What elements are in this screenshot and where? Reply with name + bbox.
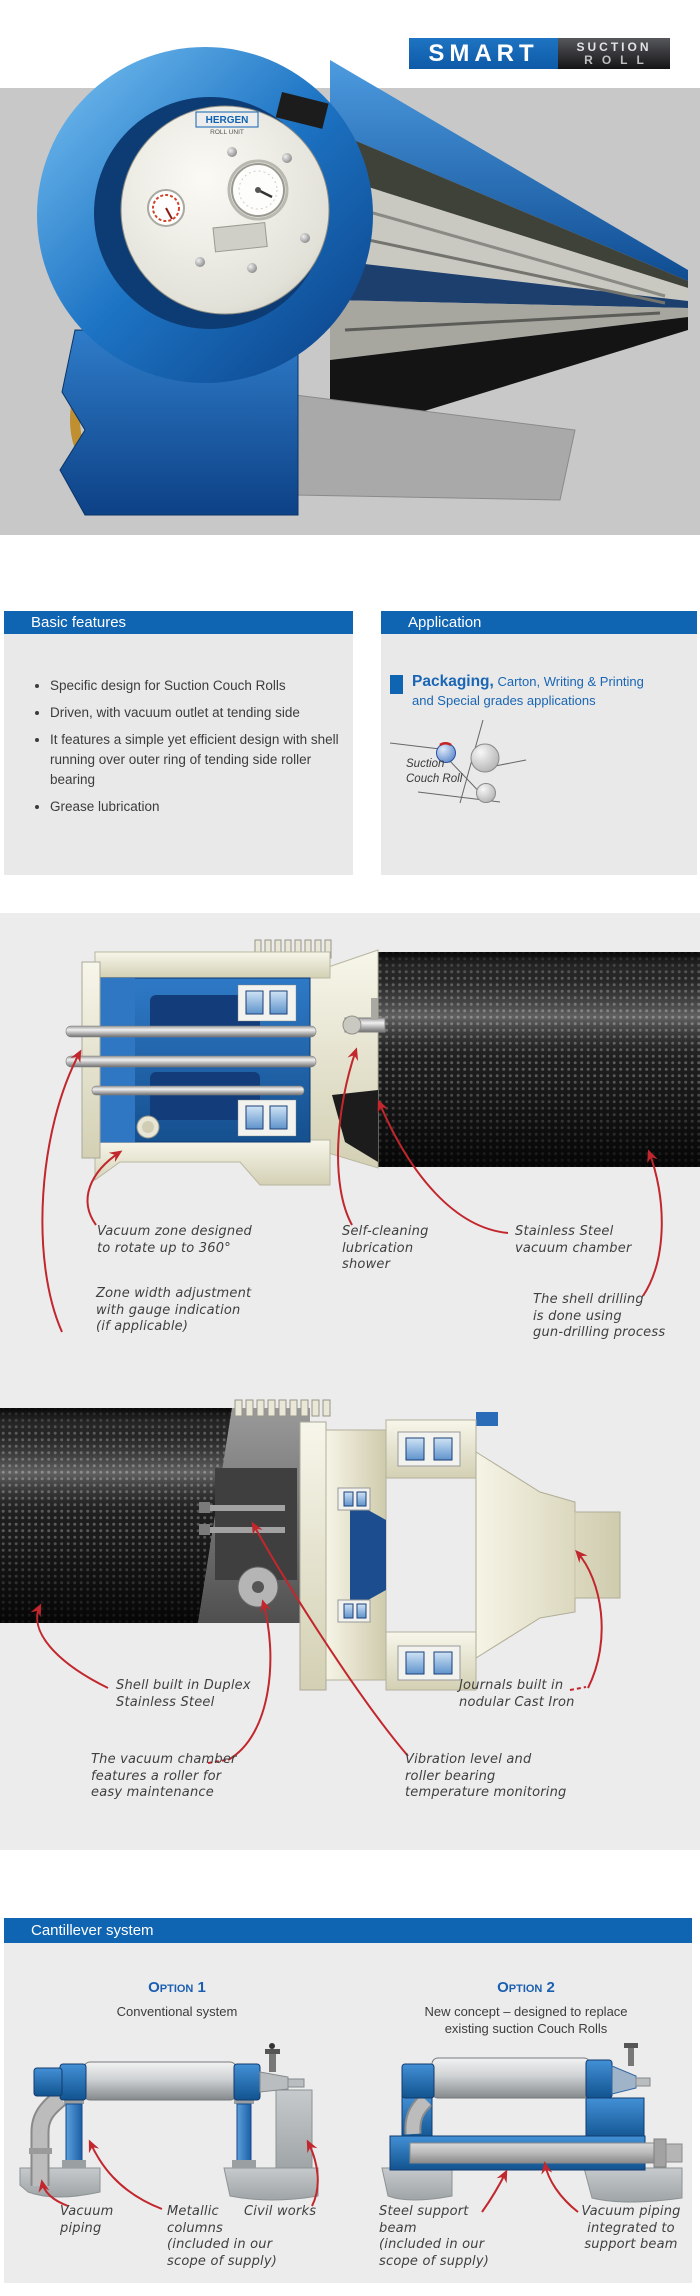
basic-features-title: Basic features bbox=[31, 614, 127, 631]
drive-head bbox=[401, 2063, 435, 2099]
integrated-vacuum-pipe bbox=[409, 2142, 657, 2164]
zone-adjustment-rod bbox=[65, 1025, 317, 1038]
logo-suction-text: SUCTION bbox=[576, 39, 652, 54]
annotation-arrows-cantilever bbox=[38, 2139, 579, 2213]
inner-support bbox=[350, 1500, 386, 1610]
perforated-shell bbox=[371, 952, 700, 1167]
option1-diagram bbox=[19, 2043, 319, 2201]
drive-side-cutaway bbox=[0, 1399, 621, 1691]
cantilever-panel bbox=[4, 1943, 692, 2283]
sensor-rod bbox=[205, 1527, 285, 1533]
annotation-lubrication-shower: Self-cleaning lubrication shower bbox=[342, 1224, 429, 1272]
label-steel-support-beam: Steel support beam (included in our scop… bbox=[379, 2204, 490, 2269]
couch-roll-position-diagram bbox=[390, 719, 527, 804]
annotation-arrows-tending bbox=[41, 1047, 663, 1333]
application-panel bbox=[381, 634, 697, 875]
lower-roll-ball bbox=[476, 783, 496, 803]
logo-smart-text: SMART bbox=[428, 39, 539, 67]
logo-suction-roll: SUCTION ROLL bbox=[558, 38, 670, 69]
cantilever-title: Cantillever system bbox=[31, 1922, 154, 1939]
application-title: Application bbox=[408, 614, 482, 631]
label-civil-works: Civil works bbox=[244, 2204, 317, 2219]
application-header: Application bbox=[381, 611, 697, 634]
pressure-gauge-icon bbox=[227, 159, 289, 221]
brand-sub-text: ROLL UNIT bbox=[210, 129, 244, 136]
annotation-shell-duplex: Shell built in Duplex Stainless Steel bbox=[116, 1678, 251, 1710]
roller-bearing-icon bbox=[237, 984, 297, 1022]
label-metallic-columns: Metallic columns (included in our scope … bbox=[167, 2204, 278, 2269]
couch-roll-diagram-label: Suction Couch Roll bbox=[406, 758, 463, 785]
annotation-vibration: Vibration level and roller bearing tempe… bbox=[405, 1752, 567, 1800]
civil-works-pedestal bbox=[275, 2089, 313, 2171]
roller-bearing-icon bbox=[237, 1099, 297, 1137]
cantilever-diagrams bbox=[19, 2043, 683, 2213]
option1-subheading: Conventional system bbox=[116, 2004, 238, 2019]
option2-heading: Option 2 bbox=[497, 1979, 555, 1996]
zone-adjustment-rod bbox=[65, 1055, 317, 1068]
annotation-vacuum-chamber: Stainless Steel vacuum chamber bbox=[515, 1224, 632, 1256]
face-plate bbox=[120, 105, 330, 315]
basic-features-panel bbox=[4, 634, 353, 875]
feature-item: It features a simple yet efficient desig… bbox=[50, 730, 350, 790]
application-grade-rest: Carton, Writing & Printing and Special g… bbox=[412, 674, 644, 708]
vacuum-pipe bbox=[32, 2092, 65, 2186]
zone-adjustment-rod bbox=[91, 1085, 305, 1096]
annotation-journals: Journals built in nodular Cast Iron bbox=[459, 1678, 575, 1710]
logo-roll-text: ROLL bbox=[584, 52, 653, 67]
vacuum-gauge-icon bbox=[147, 189, 185, 227]
annotation-shell-drilling: The shell drilling is done using gun-dri… bbox=[533, 1292, 666, 1340]
logo-smart: SMART bbox=[409, 38, 558, 69]
cantilever-header: Cantillever system bbox=[4, 1918, 692, 1943]
seal-comb bbox=[234, 1399, 331, 1417]
perforated-shell bbox=[0, 1408, 232, 1623]
head-plate bbox=[299, 1421, 327, 1691]
option2-diagram bbox=[381, 2043, 683, 2203]
sensor-rod bbox=[205, 1505, 285, 1511]
top-flange bbox=[94, 951, 331, 979]
label-vacuum-integrated: Vacuum piping integrated to support beam bbox=[581, 2204, 681, 2252]
feature-item: Driven, with vacuum outlet at tending si… bbox=[50, 703, 350, 723]
basic-features-list: Specific design for Suction Couch Rolls … bbox=[36, 676, 350, 824]
option1-heading: Option 1 bbox=[148, 1979, 206, 1996]
cutaway-illustrations bbox=[0, 939, 700, 1764]
annotation-vacuum-zone: Vacuum zone designed to rotate up to 360… bbox=[97, 1224, 252, 1256]
roller-bearing-icon bbox=[385, 1631, 477, 1691]
label-vacuum-piping: Vacuum piping bbox=[60, 2204, 114, 2236]
roll-shell bbox=[431, 2057, 591, 2099]
press-roll-ball bbox=[470, 743, 500, 773]
annotation-arrows-drive bbox=[30, 1521, 603, 1764]
feature-item: Grease lubrication bbox=[50, 797, 350, 817]
option2-subheading: New concept – designed to replace existi… bbox=[424, 2004, 628, 2036]
feature-item: Specific design for Suction Couch Rolls bbox=[50, 676, 350, 696]
roller-bearing-icon bbox=[385, 1419, 477, 1479]
metallic-column bbox=[65, 2103, 83, 2163]
bottom-flange bbox=[94, 1139, 331, 1186]
brand-plate: HERGEN ROLL UNIT bbox=[195, 111, 259, 136]
brand-text: HERGEN bbox=[206, 115, 249, 126]
bearing-housing bbox=[585, 2059, 613, 2099]
application-grade-highlight: Packaging, bbox=[412, 673, 494, 690]
basic-features-header: Basic features bbox=[4, 611, 353, 634]
application-text: Packaging, Carton, Writing & Printing an… bbox=[412, 672, 688, 710]
annotation-chamber-roller: The vacuum chamber features a roller for… bbox=[91, 1752, 237, 1800]
bearing-housing bbox=[233, 2063, 261, 2101]
hero-illustration: HERGEN ROLL UNIT bbox=[37, 47, 688, 516]
tending-side-cutaway bbox=[65, 939, 700, 1186]
roll-shell bbox=[83, 2061, 237, 2101]
bearing-housing bbox=[59, 2063, 87, 2101]
drive-head bbox=[33, 2067, 63, 2097]
suction-roll-render: HERGEN ROLL UNIT bbox=[37, 47, 688, 516]
journal-cone bbox=[475, 1451, 621, 1659]
metallic-column bbox=[236, 2103, 252, 2163]
application-bullet-square bbox=[390, 675, 403, 694]
annotation-zone-width: Zone width adjustment with gauge indicat… bbox=[96, 1286, 252, 1334]
